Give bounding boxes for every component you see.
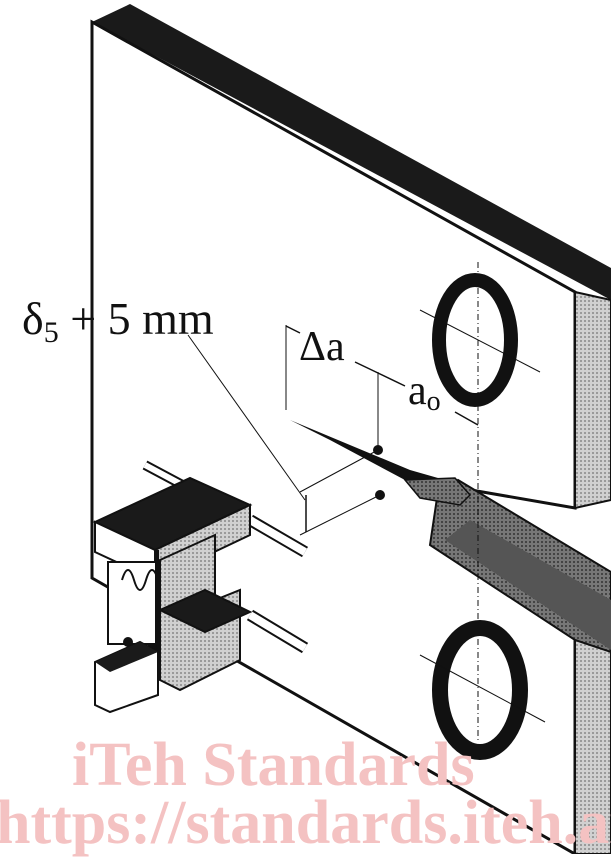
gauge-lower-block-top xyxy=(157,588,253,634)
dim-line-da-arrow-right xyxy=(354,361,379,374)
lower-pin-hole xyxy=(432,620,528,760)
specimen-top-edge xyxy=(92,4,611,300)
a-symbol: a xyxy=(408,368,427,414)
gauge-pin-lower-right-inner xyxy=(247,611,308,652)
delta5-symbol: δ xyxy=(22,293,44,344)
watermark-line-2: https://standards.iteh.ai xyxy=(0,789,611,857)
gauge-line-lower xyxy=(299,494,381,536)
gauge-spring xyxy=(121,569,159,591)
delta5-suffix: + 5 mm xyxy=(58,293,214,344)
delta5-subscript: 5 xyxy=(43,316,59,349)
gauge-line-upper xyxy=(299,449,379,493)
label-delta-a: Δa xyxy=(299,324,345,370)
gauge-pin-upper-right-inner xyxy=(247,516,308,556)
notch-lower-flank-dark xyxy=(445,520,611,650)
specimen-side-face-upper xyxy=(574,290,611,510)
gauge-contact-left xyxy=(123,637,133,647)
lower-hole-centerline xyxy=(419,654,546,723)
gauge-lower-block-dark xyxy=(95,642,158,672)
leader-line-delta5 xyxy=(187,334,306,501)
label-delta5-plus-5mm: δ5 + 5 mm xyxy=(22,296,214,348)
watermark-line-1: iTeh Standards xyxy=(72,731,475,799)
dim-line-da-arrow xyxy=(285,325,301,334)
label-a-o: ao xyxy=(408,370,441,416)
a-subscript: o xyxy=(426,386,441,417)
upper-pin-hole xyxy=(432,273,518,407)
upper-hole-centerline xyxy=(419,309,541,373)
dim-line-ao-right xyxy=(454,411,479,426)
dim-line-ao-left xyxy=(377,372,406,387)
crack-tip-wedge xyxy=(403,477,472,506)
